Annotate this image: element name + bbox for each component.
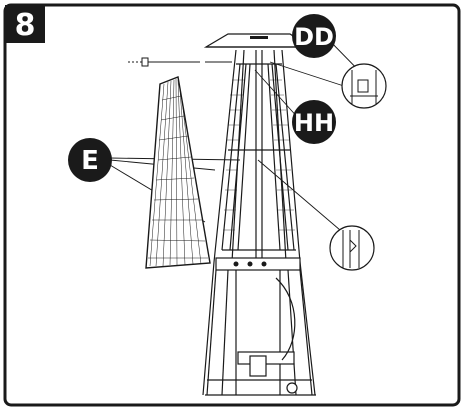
callout-hh-label: HH — [294, 109, 334, 137]
callout-dd-label: DD — [294, 23, 334, 51]
step-number: 8 — [15, 8, 36, 43]
detail-view-dd — [341, 63, 387, 109]
screen-panel-e — [145, 76, 211, 269]
heater-body — [202, 49, 316, 396]
step-badge: 8 — [5, 5, 45, 43]
top-cap — [203, 33, 313, 48]
callout-dd: DD — [292, 14, 336, 58]
body-mesh — [223, 79, 295, 231]
callout-e-label: E — [81, 146, 99, 176]
callout-e: E — [68, 138, 112, 182]
callout-hh: HH — [292, 100, 336, 144]
control-knobs — [233, 261, 267, 267]
diagram-frame — [3, 3, 461, 407]
detail-view-panel-clip — [329, 225, 375, 271]
loose-screw — [128, 57, 200, 67]
